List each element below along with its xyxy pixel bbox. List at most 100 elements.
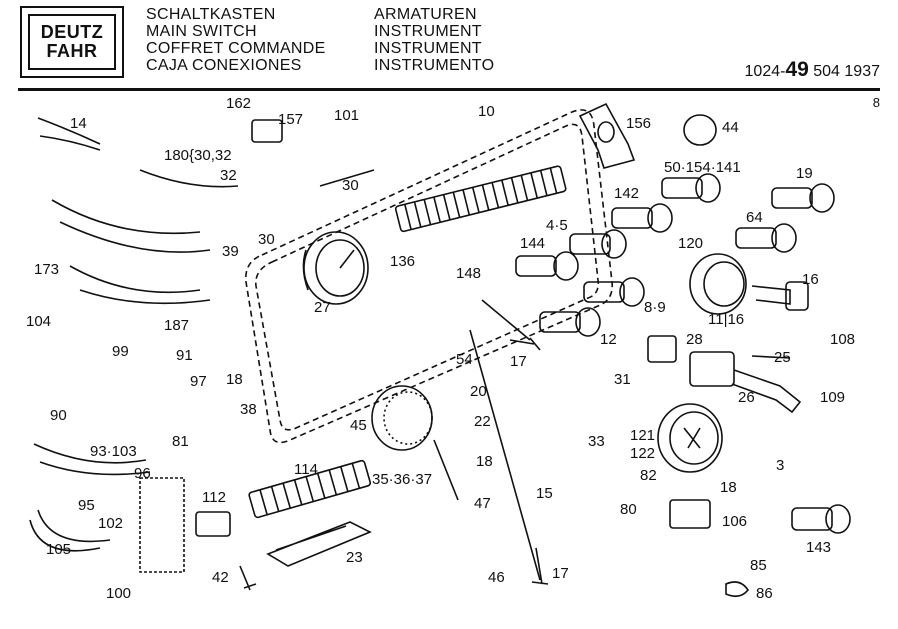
part-label: 18 [226,371,243,388]
subtitle-es: INSTRUMENTO [374,57,495,74]
tachometer [657,403,723,473]
part-label: 108 [830,331,855,348]
part-label: 120 [678,235,703,252]
part-label: 17 [552,565,569,582]
part-label: 64 [746,209,763,226]
rotary-switch-143 [791,504,851,534]
part-label: 33 [588,433,605,450]
part-label: 80 [620,501,637,518]
deutz-fahr-logo: DEUTZ FAHR [20,6,124,78]
part-label: 3 [776,457,784,474]
part-label: 50·154·141 [664,159,741,176]
part-label: 8·9 [644,299,666,316]
part-label: 162 [226,95,251,112]
part-label: 12 [600,331,617,348]
gauge [302,231,369,305]
part-label: 90 [50,407,67,424]
part-label: 32 [220,167,237,184]
part-number-prefix: 1024- [744,63,786,80]
part-label: 38 [240,401,257,418]
part-number: 1024-49 504 1937 [745,58,880,82]
part-label: 136 [390,253,415,270]
part-label: 114 [294,461,318,478]
harness-14 [37,117,101,151]
part-label: 97 [190,373,207,390]
title-es: CAJA CONEXIONES [146,57,302,74]
part-label: 106 [722,513,747,530]
screw-17-top [509,337,541,351]
part-label: 143 [806,539,831,556]
screw-42 [239,565,257,591]
part-label: 18 [720,479,737,496]
part-label: 102 [98,515,123,532]
logo-line-2: FAHR [46,41,98,61]
part-label: 23 [346,549,363,566]
subtitle-en: INSTRUMENT [374,23,482,40]
part-label: 157 [278,111,303,128]
rotary-switch-64 [735,223,797,253]
harness-105 [29,509,111,552]
part-label: 96 [134,465,151,482]
ignition-switch [689,253,809,315]
fuse-cover [266,521,372,567]
title-block-left: SCHALTKASTEN MAIN SWITCH COFFRET COMMAND… [146,6,326,74]
part-label: 148 [456,265,481,282]
part-label: 39 [222,243,239,260]
part-label: 105 [46,541,71,558]
part-label: 142 [614,185,639,202]
harness-180 [139,169,239,188]
harness-39 [51,199,211,253]
header-rule [18,88,880,91]
part-label: 35·36·37 [372,471,432,488]
part-label: 11|16 [708,311,744,328]
rotary-switch-19 [771,183,835,213]
title-de: SCHALTKASTEN [146,6,276,23]
part-label: 91 [176,347,193,364]
round-instrument [371,385,433,451]
dashboard-outline-inner [255,123,600,431]
part-label: 31 [614,371,631,388]
relay-112 [195,511,231,537]
lamp-44 [683,114,717,146]
part-number-suffix: 504 1937 [808,63,880,80]
part-label: 18 [476,453,493,470]
harness-96 [33,443,151,476]
subtitle-de: ARMATUREN [374,6,477,23]
title-en: MAIN SWITCH [146,23,257,40]
washer-86 [725,581,749,598]
rotary-switch-12 [539,307,601,337]
part-label: 93·103 [90,443,137,460]
part-label: 27 [314,299,331,316]
part-label: 86 [756,585,773,602]
part-label: 42 [212,569,229,586]
part-label: 85 [750,557,767,574]
fuse-box [248,459,372,519]
part-label: 15 [536,485,553,502]
part-label: 122 [630,445,655,462]
part-label: 156 [626,115,651,132]
part-label: 4·5 [546,217,568,234]
title-fr: COFFRET COMMANDE [146,40,326,57]
title-block-right: ARMATUREN INSTRUMENT INSTRUMENT INSTRUME… [374,6,494,74]
logo-line-1: DEUTZ [40,22,104,42]
part-label: 109 [820,389,845,406]
part-label: 30 [258,231,275,248]
bracket-156 [578,102,636,169]
harness-187 [69,265,211,305]
part-label: 82 [640,467,657,484]
part-label: 45 [350,417,367,434]
part-label: 25 [774,349,791,366]
rotary-switch-8-9 [583,277,645,307]
part-label: 112 [202,489,226,506]
part-label: 101 [334,107,359,124]
part-label: 81 [172,433,189,450]
part-label: 95 [78,497,95,514]
part-label: 46 [488,569,505,586]
subtitle-fr: INSTRUMENT [374,40,482,57]
part-number-group: 49 [785,58,809,81]
relay-106 [669,499,711,529]
rotary-switch-50 [661,173,721,203]
combination-switch [689,351,802,414]
part-label: 99 [112,343,129,360]
